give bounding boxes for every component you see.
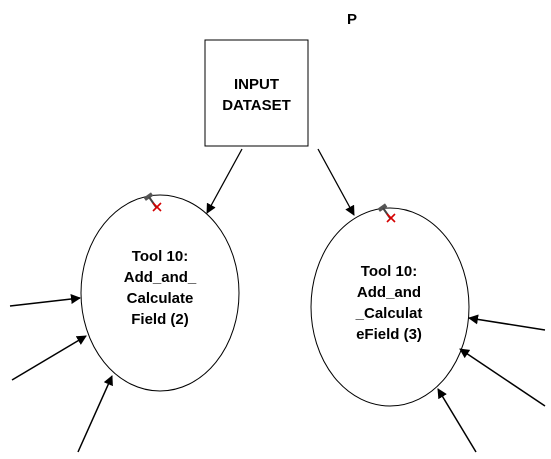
input-dataset-box[interactable] <box>204 39 309 147</box>
hammer-not-ready-icon <box>143 192 162 212</box>
tool-right-label-line2: Add_and <box>357 284 421 301</box>
connector-in-right-3[interactable] <box>437 388 477 453</box>
tool-node-right[interactable]: Tool 10: Add_and _Calculat eField (3) <box>310 207 470 407</box>
connector-in-left-1[interactable] <box>9 294 81 307</box>
tool-left-label-line2: Add_and_ <box>124 269 197 286</box>
connector-in-right-2[interactable] <box>459 348 546 407</box>
input-dataset-label-line1: INPUT <box>234 76 279 93</box>
tool-right-label-line1: Tool 10: <box>361 263 417 280</box>
connector-input-to-tool-right[interactable] <box>317 148 355 216</box>
input-dataset-label-line2: DATASET <box>222 97 291 114</box>
tool-right-label-line4: eField (3) <box>356 326 422 343</box>
input-dataset-node[interactable]: INPUT DATASET <box>204 39 309 147</box>
tool-left-label-line4: Field (2) <box>131 311 189 328</box>
parameter-marker: P <box>347 11 357 28</box>
tool-right-label-line3: _Calculat <box>355 305 423 322</box>
connector-in-right-1[interactable] <box>468 314 546 331</box>
connector-in-left-2[interactable] <box>11 335 87 381</box>
tool-node-left[interactable]: Tool 10: Add_and_ Calculate Field (2) <box>80 194 240 392</box>
tool-left-label-line3: Calculate <box>127 290 194 307</box>
tool-right-ellipse[interactable] <box>310 207 470 407</box>
hammer-not-ready-icon <box>377 203 396 223</box>
tool-left-ellipse[interactable] <box>80 194 240 392</box>
connector-input-to-tool-left[interactable] <box>206 148 243 214</box>
connector-in-left-3[interactable] <box>77 375 113 453</box>
tool-left-label-line1: Tool 10: <box>132 248 188 265</box>
